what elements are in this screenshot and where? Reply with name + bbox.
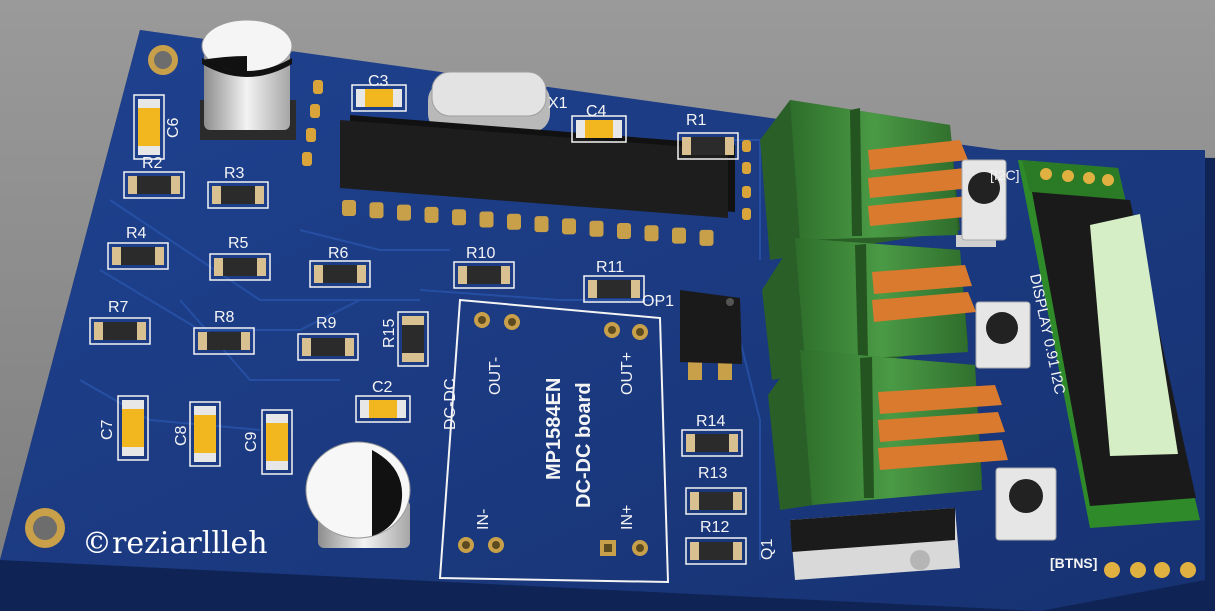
- silkscreen-label-c9: C9: [243, 431, 260, 452]
- silkscreen-label-r1: R1: [686, 112, 707, 129]
- ic-pin: [562, 218, 576, 235]
- silkscreen-label-q1: Q1: [759, 539, 776, 560]
- silkscreen-label-c3: C3: [368, 73, 389, 90]
- resistor-r14: [681, 429, 743, 457]
- ic-pin: [644, 225, 659, 242]
- button-header-pins: [1104, 562, 1196, 578]
- header-pins-right: [742, 140, 751, 220]
- ic-pin: [589, 220, 604, 237]
- capacitor-c6: [133, 94, 165, 160]
- dcdc-in-minus-label: IN-: [475, 509, 492, 530]
- resistor-r4: [107, 242, 169, 270]
- resistor-r9: [297, 333, 359, 361]
- tactile-button-middle: [975, 301, 1031, 369]
- silkscreen-label-r9: R9: [316, 315, 337, 332]
- tactile-button-bottom: [995, 467, 1057, 541]
- ic-pin: [479, 211, 494, 228]
- resistor-r3: [207, 181, 269, 209]
- header-pins-left: [302, 80, 323, 166]
- ic-pin: [424, 206, 439, 223]
- capacitor-c2: [355, 395, 411, 423]
- capacitor-c3: [351, 84, 407, 112]
- ic-pin: [534, 216, 549, 233]
- silkscreen-label-c6: C6: [165, 117, 182, 138]
- dcdc-out-minus-label: OUT-: [487, 357, 504, 395]
- dcdc-texts: DC-DC OUT- OUT+ MP1584EN DC-DC board IN-…: [442, 352, 636, 530]
- silkscreen-label-c7: C7: [99, 419, 116, 440]
- silkscreen-label-r11: R11: [596, 259, 624, 276]
- silkscreen-label-r4: R4: [126, 225, 147, 242]
- resistor-r10: [453, 261, 515, 289]
- silkscreen-label-r7: R7: [108, 299, 129, 316]
- terminal-block-top: [760, 100, 975, 260]
- ic-pin: [507, 213, 521, 230]
- silkscreen-label-c4: C4: [586, 103, 607, 120]
- electrolytic-capacitor-bottom: [305, 441, 411, 548]
- terminal-block-bottom: [768, 350, 1008, 510]
- silkscreen-label-op1: OP1: [642, 293, 674, 310]
- resistor-r11: [583, 275, 645, 303]
- tactile-button-top: [956, 159, 1007, 247]
- ic-pin: [452, 209, 466, 226]
- silkscreen-label-c8: C8: [173, 425, 190, 446]
- resistor-r7: [89, 317, 151, 345]
- optocoupler-op1: [680, 290, 742, 380]
- electrolytic-capacitor-top: [200, 19, 296, 140]
- i2c-label: [I2C]: [990, 167, 1020, 183]
- silkscreen-label-r8: R8: [214, 309, 235, 326]
- silkscreen-label-r15: R15: [381, 319, 398, 348]
- resistor-r6: [309, 260, 371, 288]
- dcdc-in-plus-label: IN+: [619, 505, 636, 530]
- dcdc-chip-label: MP1584EN: [543, 378, 565, 480]
- ic-pin: [342, 200, 356, 216]
- silkscreen-label-r13: R13: [698, 465, 727, 482]
- ic-pin: [369, 202, 384, 219]
- dcdc-board-label: DC-DC board: [573, 382, 595, 508]
- resistor-r2: [123, 171, 185, 199]
- resistor-r1: [677, 132, 739, 160]
- resistor-r12: [685, 537, 747, 565]
- ic-pin: [672, 227, 686, 244]
- ic-pin: [699, 229, 714, 246]
- silkscreen-label-r5: R5: [228, 235, 249, 252]
- transistor-q1: [790, 508, 960, 580]
- dcdc-board-outline: [438, 298, 670, 584]
- ic-pin: [397, 204, 411, 221]
- silkscreen-label-r3: R3: [224, 165, 245, 182]
- btns-label: [BTNS]: [1050, 555, 1097, 571]
- capacitor-c8: [189, 401, 221, 467]
- capacitor-c9: [261, 409, 293, 475]
- display-screen: [1090, 214, 1178, 456]
- dcdc-outline-label: DC-DC: [442, 378, 459, 430]
- dcdc-out-plus-label: OUT+: [619, 352, 636, 395]
- silkscreen-label-r14: R14: [696, 413, 725, 430]
- silkscreen-label-x1: X1: [548, 95, 568, 112]
- ic-pin: [617, 223, 631, 239]
- copyright-mark: ©reziarllleh: [82, 526, 268, 561]
- terminal-block-middle: [762, 238, 976, 380]
- resistor-r5: [209, 253, 271, 281]
- oled-display-module: [1018, 160, 1200, 528]
- resistor-r15: [397, 311, 429, 367]
- capacitor-c7: [117, 395, 149, 461]
- silkscreen-label-r10: R10: [466, 245, 495, 262]
- silkscreen-label-r12: R12: [700, 519, 729, 536]
- resistor-r8: [193, 327, 255, 355]
- silkscreen-label-c2: C2: [372, 379, 393, 396]
- microcontroller-ic: [340, 115, 735, 246]
- capacitor-c4: [571, 115, 627, 143]
- crystal-x1: [428, 71, 550, 132]
- resistor-r13: [685, 487, 747, 515]
- silkscreen-label-r2: R2: [142, 155, 163, 172]
- silkscreen-label-r6: R6: [328, 245, 349, 262]
